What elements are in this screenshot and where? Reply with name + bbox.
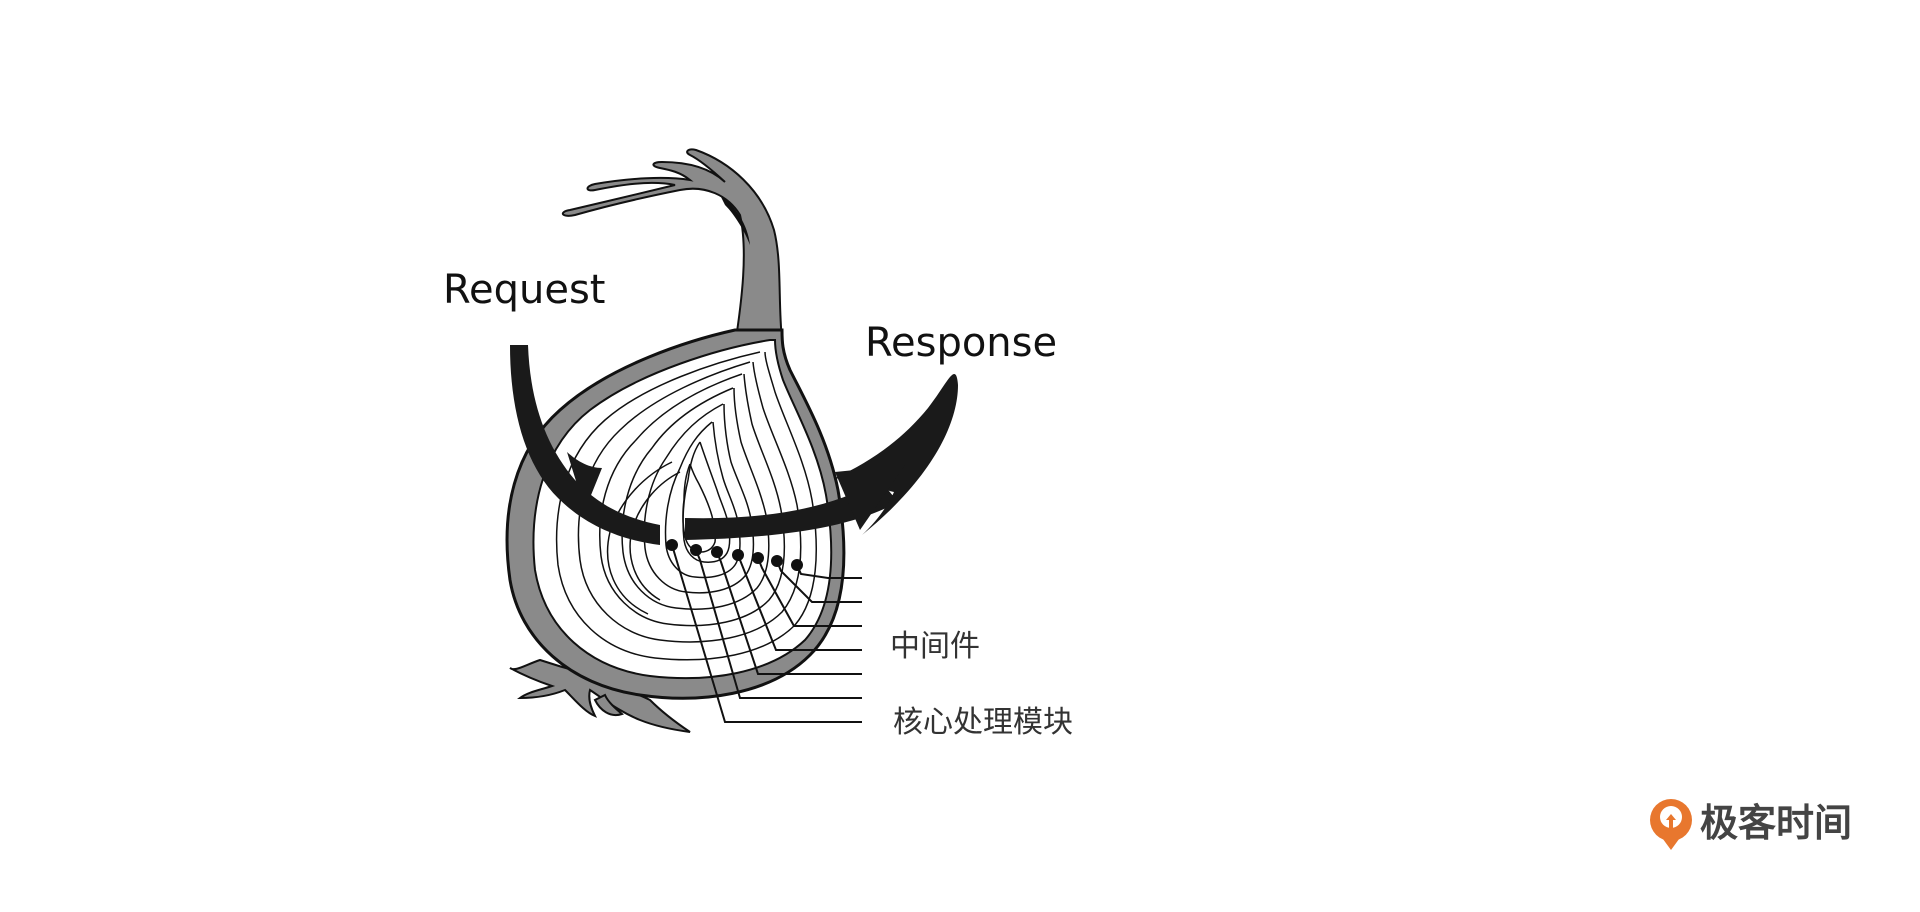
request-label: Request <box>443 267 605 313</box>
onion-stem <box>561 148 783 352</box>
onion-flesh <box>532 339 833 680</box>
middleware-label: 中间件 <box>890 629 980 664</box>
onion-rings <box>555 351 818 661</box>
request-arrow <box>510 345 660 545</box>
response-arrow <box>685 374 958 540</box>
response-label: Response <box>865 320 1057 366</box>
layer-dots <box>666 539 803 571</box>
brand-logo-icon <box>1650 799 1692 850</box>
brand-logo: 极客时间 <box>1650 799 1852 850</box>
core-module-label: 核心处理模块 <box>893 705 1073 740</box>
brand-name: 极客时间 <box>1700 801 1852 845</box>
